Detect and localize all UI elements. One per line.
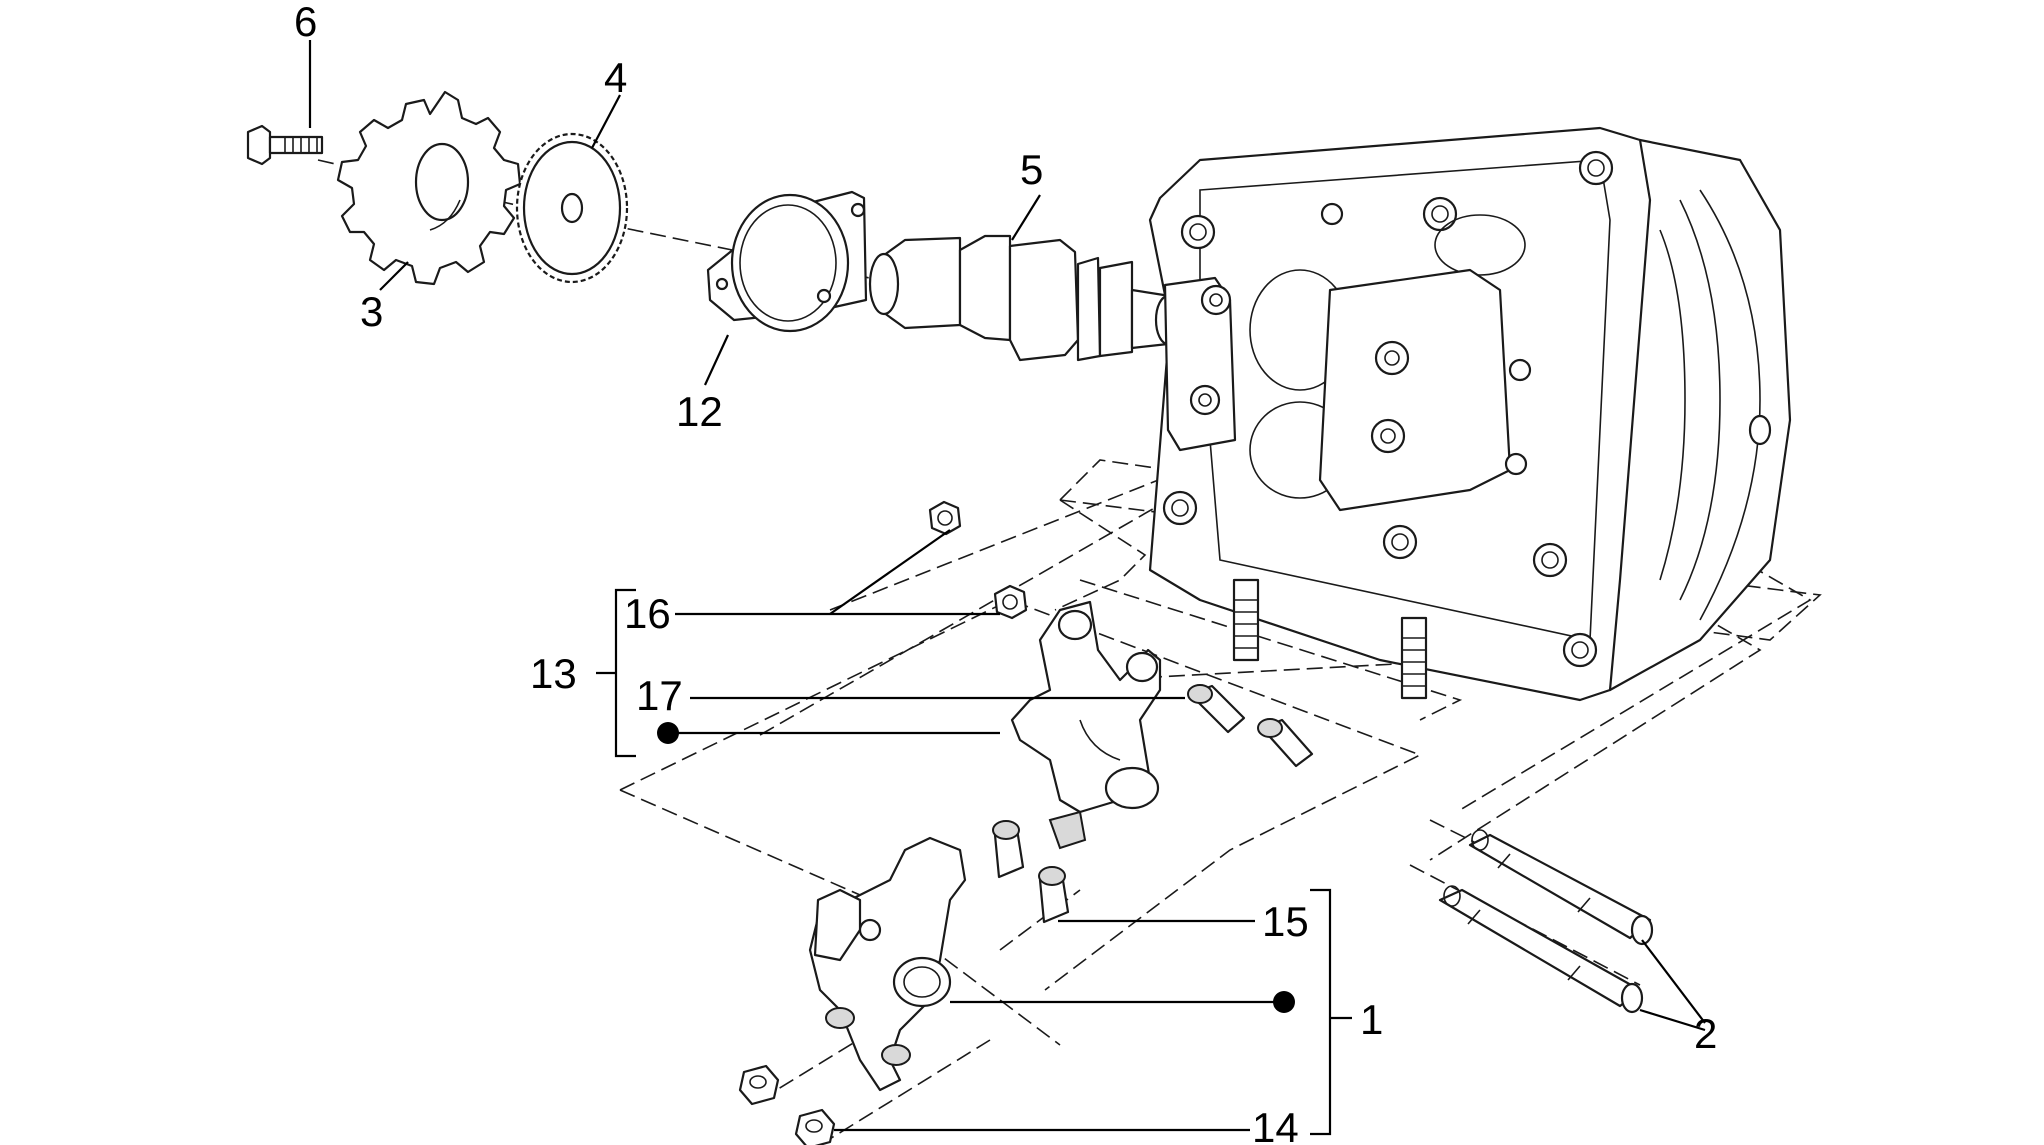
callout-6: 6: [294, 0, 317, 45]
gasket-plate: [706, 190, 868, 333]
callout-14: 14: [1252, 1104, 1299, 1145]
adjuster-screws-upper: [1187, 684, 1314, 768]
reference-dot-upper: [657, 722, 679, 744]
drive-sprocket: [336, 90, 522, 286]
callout-17: 17: [636, 672, 683, 719]
chain-sprocket: [515, 132, 629, 284]
group-bracket-13: [596, 588, 636, 758]
rocker-shafts: [1438, 829, 1654, 1014]
nuts: [928, 500, 1028, 620]
bolt: [246, 124, 324, 166]
callout-12: 12: [676, 388, 723, 435]
adjuster-screws-lower: [992, 820, 1070, 924]
camshaft: [868, 234, 1182, 362]
cylinder-head: [1148, 126, 1792, 702]
rocker-arm-upper: [1010, 600, 1162, 850]
callout-16: 16: [624, 590, 671, 637]
callout-13: 13: [530, 650, 577, 697]
callout-1: 1: [1360, 996, 1383, 1043]
reference-dot-lower: [1273, 991, 1295, 1013]
callout-2: 2: [1694, 1010, 1717, 1057]
callout-3: 3: [360, 288, 383, 335]
group-bracket-1: [1310, 888, 1352, 1136]
callout-4: 4: [604, 54, 627, 101]
leader-lines: [308, 40, 1706, 1132]
callout-5: 5: [1020, 146, 1043, 193]
callout-15: 15: [1262, 898, 1309, 945]
lock-nuts: [738, 1064, 836, 1145]
rocker-arm-lower: [808, 836, 967, 1092]
